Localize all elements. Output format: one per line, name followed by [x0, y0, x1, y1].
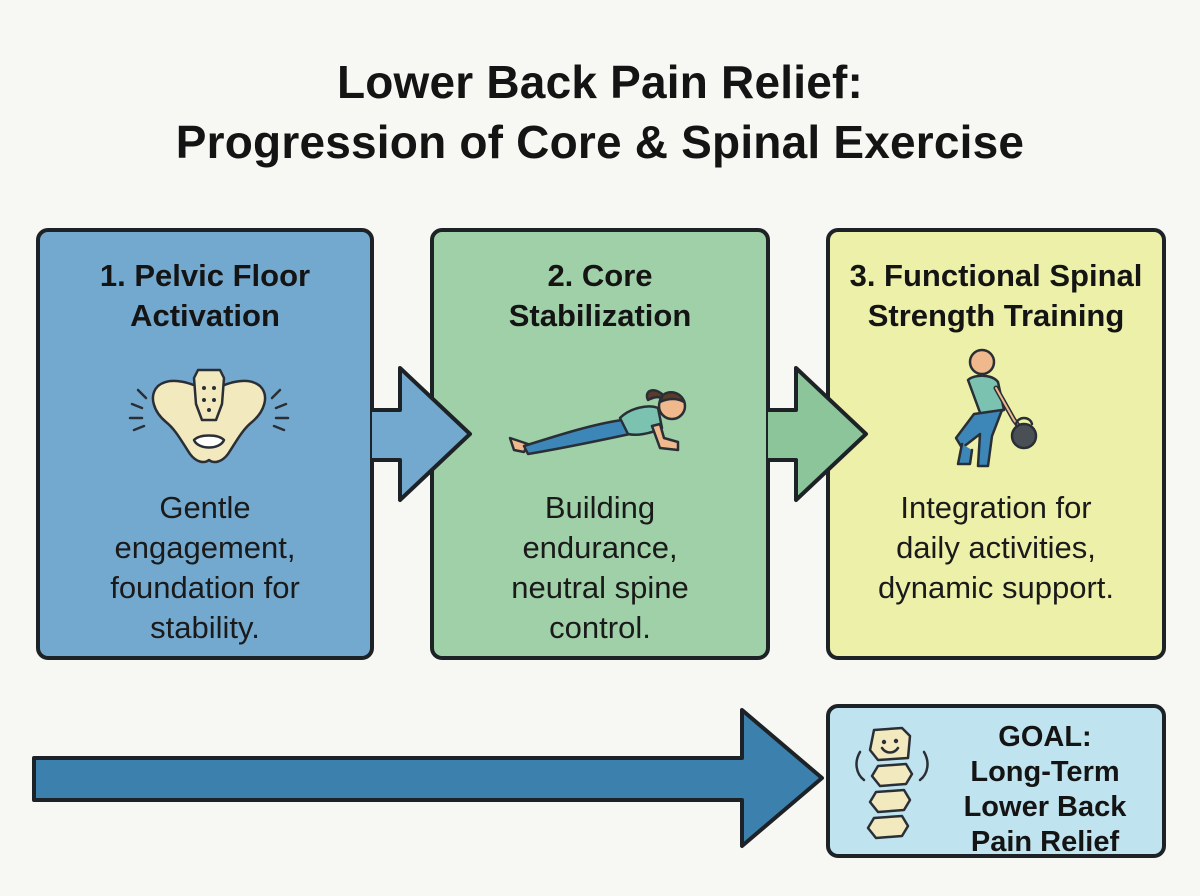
- stage-1-description: Gentle engagement, foundation for stabil…: [40, 488, 370, 648]
- stage-1-title-line-2: Activation: [130, 298, 280, 333]
- stage-1-title-line-1: 1. Pelvic Floor: [99, 258, 311, 293]
- stage-3-title-line-2: Strength Training: [867, 298, 1125, 333]
- plank-icon: [508, 389, 687, 456]
- squat-kettlebell-icon: [954, 348, 1038, 468]
- stage-2-title-line-1: 2. Core: [547, 258, 653, 293]
- stage-3-desc-line-3: dynamic support.: [877, 570, 1115, 605]
- stage-1-desc-line-4: stability.: [150, 610, 260, 645]
- stage-1-desc-line-2: engagement,: [114, 530, 296, 565]
- stage-2-desc-line-3: neutral spine: [511, 570, 689, 605]
- stage-3-desc-line-2: daily activities,: [896, 530, 1096, 565]
- stage-3-title-line-1: 3. Functional Spinal: [849, 258, 1143, 293]
- stage-2-title-line-2: Stabilization: [508, 298, 692, 333]
- stage-3-description: Integration for daily activities, dynami…: [830, 488, 1162, 608]
- goal-box: GOAL: Long-Term Lower Back Pain Relief: [826, 704, 1166, 858]
- arrow-to-goal: [32, 708, 824, 848]
- page-title: Lower Back Pain Relief: Progression of C…: [0, 52, 1200, 172]
- stage-2-desc-line-2: endurance,: [522, 530, 678, 565]
- stage-1-box: 1. Pelvic Floor Activation Gentle engage…: [36, 228, 374, 660]
- stage-3-box: 3. Functional Spinal Strength Training I…: [826, 228, 1166, 660]
- pelvis-icon: [128, 368, 290, 464]
- stage-3-title: 3. Functional Spinal Strength Training: [830, 256, 1162, 336]
- stage-3-desc-line-1: Integration for: [900, 490, 1092, 525]
- goal-line-1: GOAL:: [998, 721, 1092, 753]
- title-line-2: Progression of Core & Spinal Exercise: [175, 116, 1025, 168]
- stage-1-desc-line-3: foundation for: [110, 570, 300, 605]
- stage-1-title: 1. Pelvic Floor Activation: [40, 256, 370, 336]
- happy-spine-icon: [855, 726, 929, 840]
- goal-line-2: Long-Term: [970, 756, 1120, 788]
- stage-2-title: 2. Core Stabilization: [434, 256, 766, 336]
- stage-2-box: 2. Core Stabilization Building endurance…: [430, 228, 770, 660]
- stage-2-desc-line-4: control.: [549, 610, 651, 645]
- goal-line-4: Pain Relief: [970, 826, 1120, 858]
- goal-text: GOAL: Long-Term Lower Back Pain Relief: [934, 720, 1156, 860]
- title-line-1: Lower Back Pain Relief:: [336, 56, 864, 108]
- stage-2-description: Building endurance, neutral spine contro…: [434, 488, 766, 648]
- stage-2-desc-line-1: Building: [544, 490, 656, 525]
- stage-1-desc-line-1: Gentle: [159, 490, 251, 525]
- goal-line-3: Lower Back: [963, 791, 1127, 823]
